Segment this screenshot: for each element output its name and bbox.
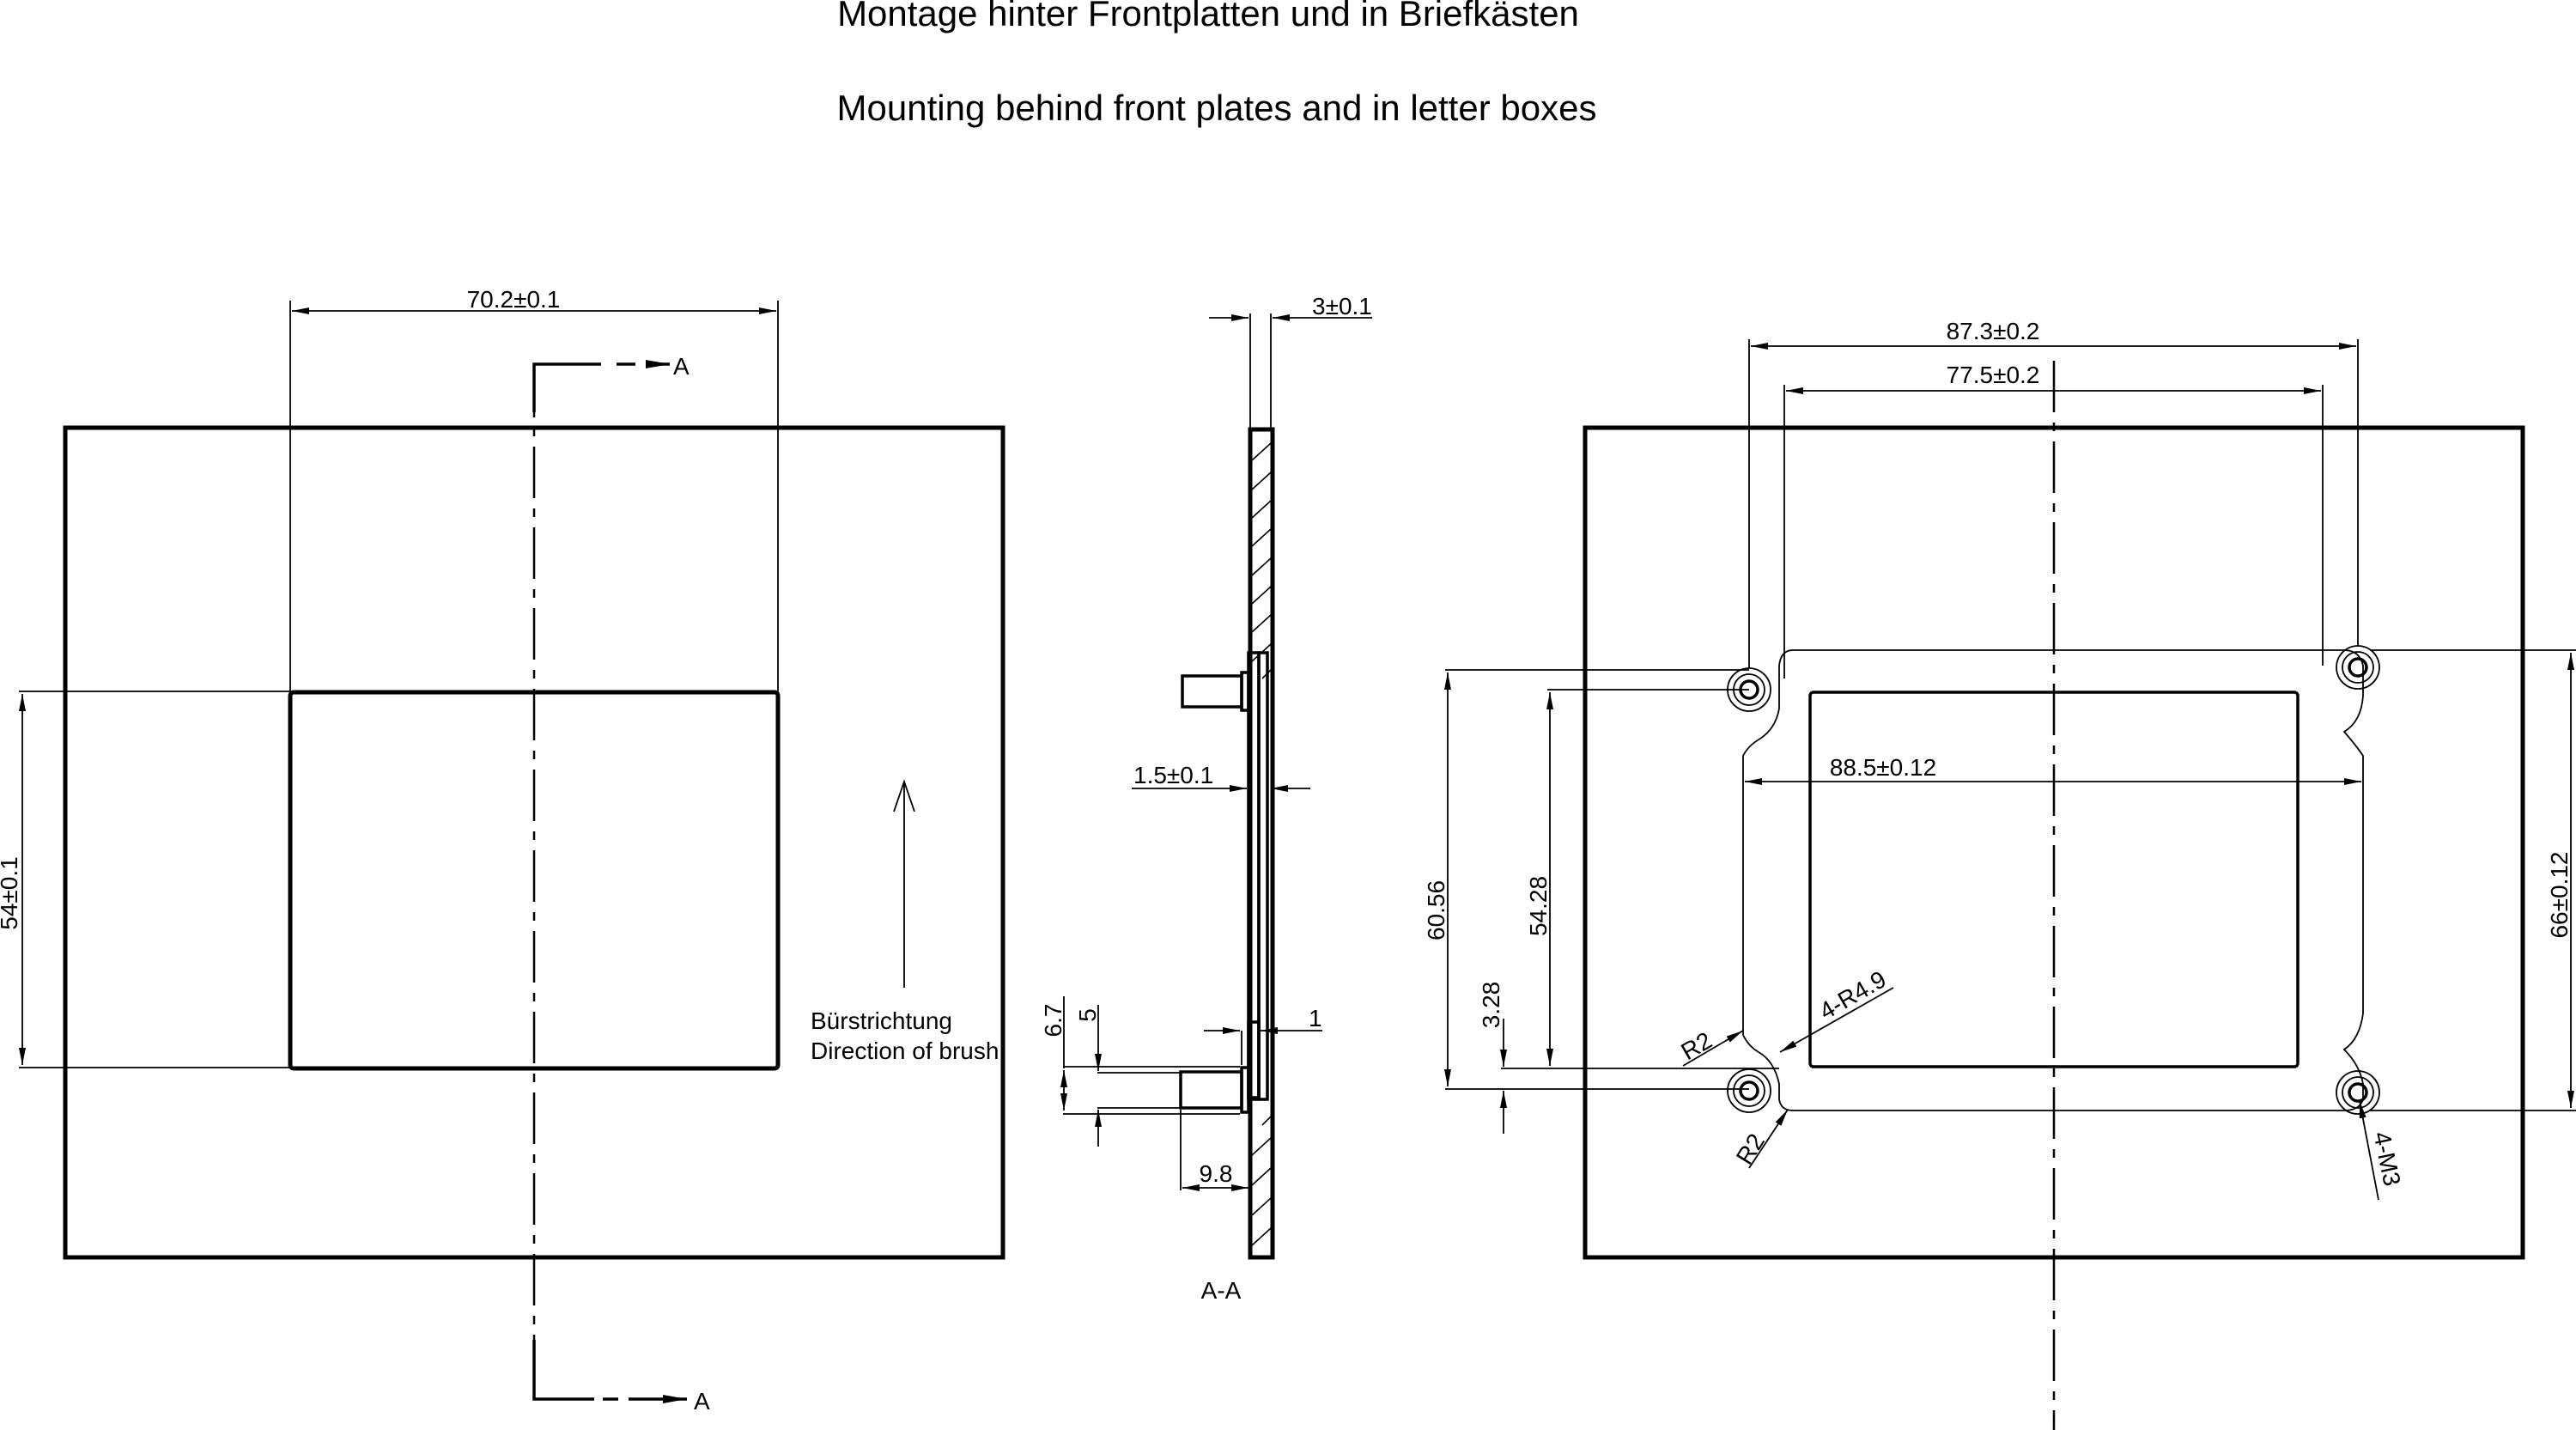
radius-leader — [1682, 1030, 1744, 1067]
thread-leader — [2359, 1100, 2379, 1201]
radius-leader — [1779, 987, 1894, 1053]
dim-plate-thickness-label: 3±0.1 — [1312, 293, 1372, 319]
brush-direction-arrow-icon — [893, 779, 915, 812]
mounting-hole-top-right — [2336, 645, 2380, 690]
section-cut-top — [532, 362, 601, 412]
dim-offset-label: 1 — [1309, 1005, 1322, 1031]
back-view: 87.3±0.2 77.5±0.2 88.5±0.12 60.56 54.28 … — [1423, 318, 2576, 1430]
radius-notch-label: 4-R4.9 — [1815, 965, 1891, 1025]
dim-height-label: 54±0.1 — [0, 856, 22, 929]
pcb-outline — [1742, 649, 2364, 1111]
dim-inner-holes-label: 77.5±0.2 — [1947, 362, 2040, 388]
radius-leader — [1748, 1109, 1789, 1169]
title-german: Montage hinter Frontplatten und in Brief… — [837, 0, 1579, 33]
dim-diameter-label: 5 — [1074, 1008, 1101, 1022]
dim-pcb-width-label: 88.5±0.12 — [1830, 754, 1936, 781]
dim-width-label: 70.2±0.1 — [467, 286, 561, 313]
mounting-hole-bottom-left — [1727, 1068, 1771, 1113]
dim-small-offset-label: 3.28 — [1478, 982, 1504, 1029]
standoff-bottom — [1179, 1070, 1243, 1110]
section-marker-bottom: A — [694, 1388, 710, 1415]
title-english: Mounting behind front plates and in lett… — [837, 88, 1597, 128]
section-cut-bottom — [532, 1340, 594, 1401]
radius-corner-2-label: R2 — [1731, 1129, 1770, 1169]
brush-label-de: Bürstrichtung — [811, 1007, 952, 1034]
dim-hole-vertical-label: 60.56 — [1423, 880, 1449, 940]
standoff-top — [1181, 674, 1243, 709]
section-plate — [1248, 427, 1275, 1260]
standoff-top-flange — [1240, 671, 1250, 712]
dim-total-vertical-label: 66±0.12 — [2546, 851, 2573, 938]
radius-corner-1-label: R2 — [1677, 1026, 1717, 1065]
dim-standoff-length-label: 9.8 — [1200, 1160, 1233, 1187]
dim-flange-label: 6.7 — [1040, 1004, 1066, 1038]
brush-label-en: Direction of brush — [811, 1038, 999, 1064]
section-view: 3±0.1 1.5±0.1 1 6.7 5 9.8 A-A — [1040, 293, 1372, 1304]
section-marker-top: A — [673, 353, 690, 380]
dim-outer-holes-label: 87.3±0.2 — [1947, 318, 2040, 344]
dim-pcb-thickness-label: 1.5±0.1 — [1133, 762, 1213, 788]
section-module — [1257, 651, 1269, 1101]
front-view: 70.2±0.1 54±0.1 A A Bürstrichtung Direct… — [0, 286, 1005, 1415]
section-pcb-bottom-block — [1247, 1020, 1261, 1101]
dim-inner-vertical-label: 54.28 — [1525, 876, 1552, 936]
section-label: A-A — [1201, 1277, 1242, 1304]
mounting-hole-bottom-right — [2336, 1070, 2380, 1115]
